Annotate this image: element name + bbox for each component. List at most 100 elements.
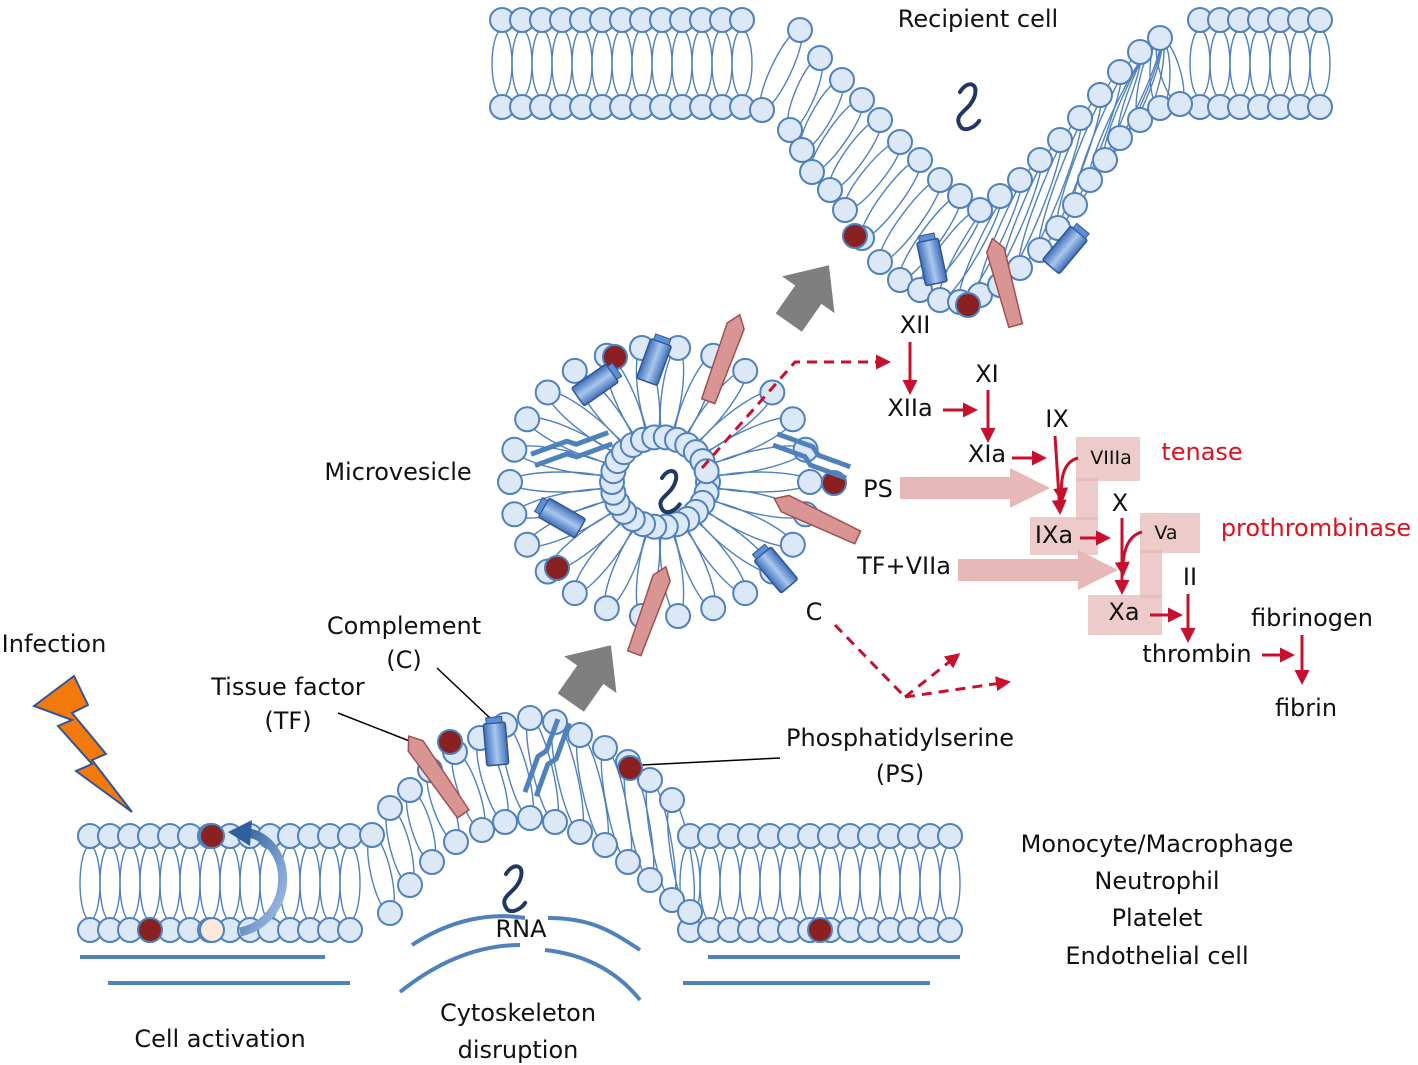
donor-complement-protein	[482, 715, 510, 767]
recipient-membrane-right-tail	[1269, 29, 1291, 98]
recipient-outer-head	[789, 137, 815, 163]
recipient-membrane-right-tail	[1309, 29, 1331, 98]
donor-dome-inner-head	[377, 900, 403, 926]
recipient-outer-head	[1107, 125, 1133, 151]
factor-xi: XI	[975, 360, 999, 388]
donor-membrane-left-tail	[119, 845, 141, 921]
recipient-outer-head	[799, 159, 825, 185]
channel-strand	[530, 430, 610, 457]
complement-abbrev-label: (C)	[386, 646, 421, 674]
recipient-inner-head	[1147, 25, 1173, 51]
cytoskeleton-fragment	[398, 943, 521, 994]
donor-membrane-right-tail	[779, 845, 801, 921]
microvesicle-tissue-factor	[700, 313, 745, 405]
microvesicle-complement-protein	[751, 543, 798, 594]
thrombin-label: thrombin	[1142, 640, 1251, 668]
donor-membrane-left-tail	[179, 845, 201, 921]
recipient-outer-head	[1167, 91, 1193, 117]
flip-arrowhead	[228, 820, 252, 846]
donor-membrane-left-tail	[79, 845, 101, 921]
microvesicle-outer-head	[514, 406, 541, 433]
donor-membrane-left-outer-head	[337, 823, 363, 849]
recipient-inner-head	[927, 167, 953, 193]
recipient-membrane-left-tail	[671, 29, 693, 98]
donor-membrane-right-outer-head	[937, 823, 963, 849]
recipient-inner-head	[907, 147, 933, 173]
recipient-membrane-right-outer-head	[1307, 7, 1333, 33]
xa-box	[1088, 595, 1162, 635]
microvesicle-outer-head	[534, 379, 561, 406]
tenase-label: tenase	[1161, 438, 1242, 466]
recipient-membrane-left-tail	[651, 29, 673, 98]
recipient-outer-head	[777, 117, 803, 143]
factor-xia: XIa	[968, 440, 1006, 468]
donor-membrane-left-tail	[159, 845, 181, 921]
donor-dome-inner-head	[637, 867, 663, 893]
recipient-inner-head	[787, 17, 813, 43]
donor-dome-outer-head	[377, 795, 403, 821]
disruption-label: disruption	[458, 1036, 579, 1064]
microvesicle-outer-head	[797, 469, 823, 495]
ps-to-tenase-arrow	[900, 468, 1050, 508]
phosphatidylserine-abbrev-label: (PS)	[876, 760, 924, 788]
tissue-factor-leader-line	[337, 712, 413, 743]
factor-x: X	[1112, 489, 1128, 517]
donor-membrane-left-tail	[339, 845, 361, 921]
microvesicle-outer-head	[593, 595, 620, 622]
donor-membrane-right-tail	[819, 845, 841, 921]
tissue-factor-abbrev-label: (TF)	[264, 707, 311, 735]
infection-label: Infection	[2, 630, 107, 658]
ixa-box	[1030, 517, 1098, 555]
recipient-ps-head	[842, 223, 868, 249]
recipient-membrane-right-inner-head	[1307, 94, 1333, 120]
recipient-complement-protein	[916, 232, 948, 287]
va-hook	[1114, 530, 1143, 577]
microvesicle-outer-head	[501, 436, 528, 463]
donor-dome-outer-head	[517, 705, 543, 731]
c-dashed-branch-up	[904, 653, 961, 699]
donor-membrane-right-tail	[739, 845, 761, 921]
donor-ps-head	[617, 755, 643, 781]
microvesicle-outer-head	[497, 469, 523, 495]
microvesicle-outer-head	[779, 406, 806, 433]
tissue-factor-body	[626, 565, 671, 657]
phosphatidylserine-leader-line	[641, 757, 781, 766]
infection-lightning-icon	[31, 674, 133, 813]
channel-strand	[772, 442, 848, 481]
arrows	[31, 265, 1118, 937]
recipient-outer-head	[1077, 167, 1103, 193]
microvesicle-channel	[772, 431, 852, 481]
microvesicle-complement-protein	[636, 333, 672, 386]
donor-dome-inner-head	[567, 819, 593, 845]
tissue-factor-label: Tissue factor	[210, 673, 365, 701]
factor-xii: XII	[900, 311, 931, 339]
lipid-heads	[77, 7, 1333, 943]
microvesicle-outer-head	[759, 379, 786, 406]
donor-dome-outer-head	[659, 787, 685, 813]
recipient-inner-head	[1127, 39, 1153, 65]
recipient-outer-head	[1062, 192, 1088, 218]
donor-dome-outer-head	[567, 722, 593, 748]
donor-dome-inner-head	[542, 809, 568, 835]
rna-label: RNA	[495, 915, 547, 943]
microvesicle-outer-head	[732, 357, 759, 384]
complement-protein-body	[482, 721, 510, 767]
donor-membrane-left-inner-head	[337, 917, 363, 943]
complement-label: Complement	[327, 612, 481, 640]
microvesicle-tissue-factor	[626, 565, 671, 657]
phosphatidylserine-label: Phosphatidylserine	[786, 724, 1014, 752]
complement-protein-cap	[751, 543, 770, 560]
fibrin-label: fibrin	[1275, 694, 1337, 722]
factor-va: Va	[1154, 522, 1177, 544]
recipient-membrane-right-tail	[1189, 29, 1211, 98]
membrane-proteins	[407, 82, 1090, 914]
cytoskeleton-fragment	[544, 948, 642, 1002]
recipient-inner-head	[887, 129, 913, 155]
microvesicle-tissue-factor	[773, 494, 862, 545]
microvesicle-inner-head	[693, 458, 720, 485]
donor-ps-head	[137, 917, 163, 943]
recipient-inner-head	[1007, 167, 1033, 193]
donor-dome-outer-head	[592, 735, 618, 761]
donor-ps-head	[437, 729, 463, 755]
